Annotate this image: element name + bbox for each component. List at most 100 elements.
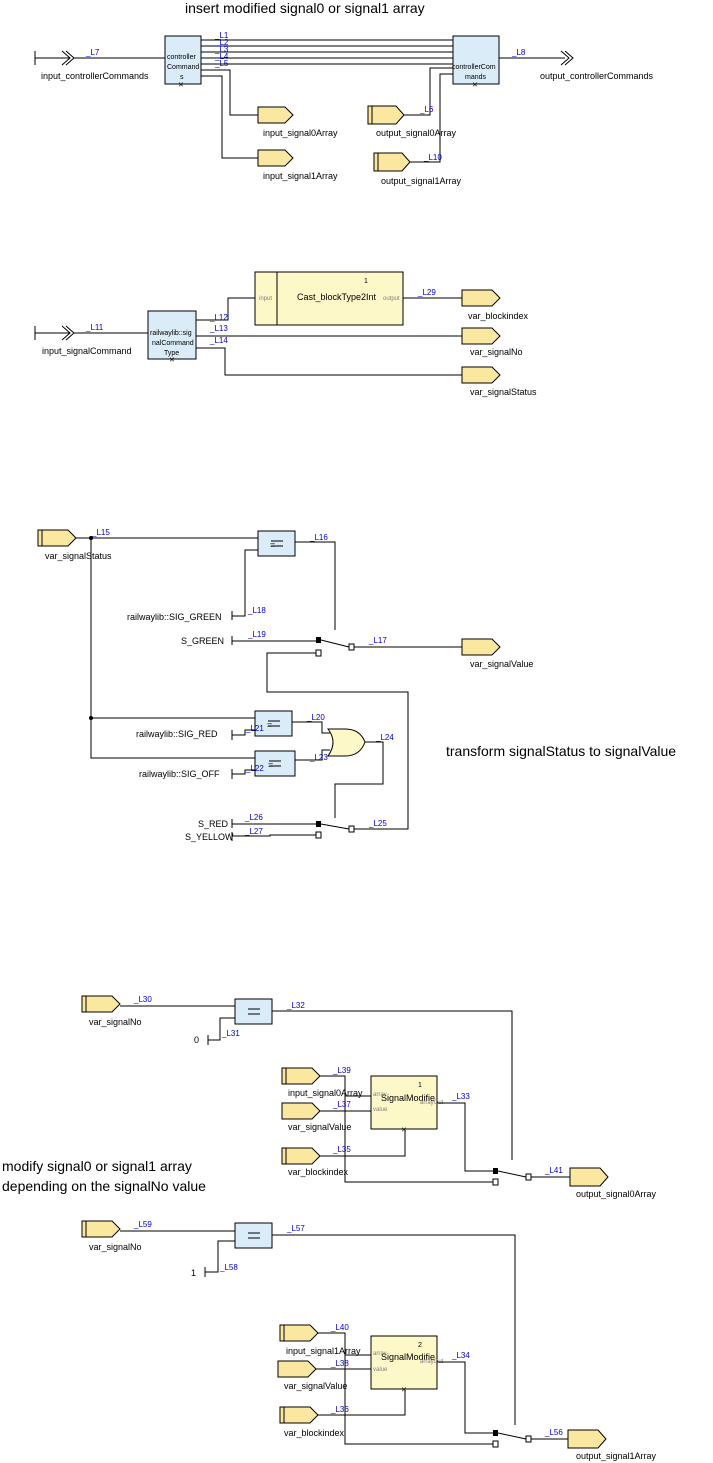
svg-text:_L12: _L12 [209,313,228,322]
svg-text:=: = [268,760,273,770]
svg-text:SignalModifie: SignalModifie [381,1352,435,1362]
equal-block-a[interactable]: 1 [234,998,273,1025]
svg-text:_L41: _L41 [544,1166,563,1175]
selector-red[interactable] [315,821,355,839]
svg-text:_L33: _L33 [451,1092,470,1101]
svg-text:var_signalNo: var_signalNo [470,347,523,357]
tag-var-signalStatus-in[interactable] [37,529,77,547]
tag-var-signalNo[interactable] [461,327,501,345]
tag-var-signalNo-a[interactable] [81,995,121,1013]
function-block-cast[interactable]: 1 Cast_blockType2Int input output [254,271,404,326]
or-gate[interactable] [326,728,366,757]
tag-output-signal1Array-b[interactable] [567,1429,607,1449]
svg-text:Command: Command [167,64,199,71]
tag-input-signal1Array[interactable] [257,149,294,167]
tag-var-signalValue-a[interactable] [281,1102,321,1120]
svg-text:output_signal1Array: output_signal1Array [381,176,462,186]
svg-text:0: 0 [194,1035,199,1045]
svg-text:input_signal1Array: input_signal1Array [286,1346,361,1356]
svg-text:_L17: _L17 [368,636,387,645]
svg-text:_L32: _L32 [286,1001,305,1010]
svg-text:var_blockindex: var_blockindex [284,1428,345,1438]
tag-var-blockindex-b[interactable] [279,1406,319,1424]
svg-text:value: value [373,1107,388,1113]
svg-text:input_signalCommand: input_signalCommand [42,346,132,356]
block-controllerCommands-in[interactable]: controller Command s ✕ [164,35,202,89]
svg-text:input: input [259,296,272,302]
svg-text:mands: mands [465,74,487,81]
svg-text:controllerCom: controllerCom [452,64,496,71]
note-insert: insert modified signal0 or signal1 array [185,0,425,16]
svg-text:S_GREEN: S_GREEN [181,636,224,646]
svg-text:var_signalValue: var_signalValue [284,1381,347,1391]
block-signalCommandType[interactable]: railwaylib::sig nalCommand Type ✕ [147,310,197,364]
svg-text:_L6: _L6 [419,105,434,114]
svg-text:array: array [373,1351,387,1357]
selector-green[interactable] [315,637,355,657]
svg-text:_L15: _L15 [91,528,110,537]
note-modify-2: depending on the signalNo value [2,1178,206,1194]
svg-text:output: output [383,296,400,302]
input-signalCommand[interactable] [34,325,75,341]
function-block-signalModifier-b[interactable]: 2 SignalModifie array value arrayOut ✕ [370,1335,444,1394]
input-controllerCommands[interactable] [34,50,75,66]
svg-text:nalCommand: nalCommand [152,340,194,347]
tag-input-signal0Array-a[interactable] [281,1067,321,1085]
tag-var-signalStatus[interactable] [461,366,501,384]
tag-output-signal0Array[interactable] [367,105,405,125]
svg-text:_L30: _L30 [133,995,152,1004]
svg-text:_L22: _L22 [245,764,264,773]
equal-block-red[interactable]: = [254,710,293,737]
svg-text:input_signal1Array: input_signal1Array [263,171,338,181]
svg-text:var_signalNo: var_signalNo [89,1242,142,1252]
svg-text:✕: ✕ [169,357,175,364]
tag-output-signal1Array[interactable] [373,152,411,172]
svg-text:_L35: _L35 [332,1145,351,1154]
svg-text:_L59: _L59 [133,1220,152,1229]
tag-var-signalValue-b[interactable] [277,1360,317,1378]
tag-input-signal1Array-b[interactable] [279,1324,319,1342]
svg-text:value: value [373,1367,388,1373]
svg-text:railwaylib::sig: railwaylib::sig [150,330,192,337]
equal-block-b[interactable] [234,1222,273,1249]
svg-text:✕: ✕ [401,1127,407,1134]
svg-text:_L39: _L39 [332,1066,351,1075]
svg-text:_L57: _L57 [286,1224,305,1233]
tag-input-signal0Array[interactable] [257,106,294,124]
svg-text:_L27: _L27 [244,827,263,836]
tag-var-blockindex-a[interactable] [281,1147,321,1165]
svg-text:_L21: _L21 [245,724,264,733]
svg-text:input_signal0Array: input_signal0Array [288,1088,363,1098]
selector-a[interactable] [492,1168,532,1186]
svg-text:var_signalStatus: var_signalStatus [45,551,112,561]
svg-text:✕: ✕ [472,82,478,89]
svg-text:_L13: _L13 [209,324,228,333]
equal-block-green[interactable]: = [257,530,296,557]
svg-text:_L36: _L36 [330,1405,349,1414]
svg-text:_L29: _L29 [417,288,436,297]
svg-text:var_signalNo: var_signalNo [89,1017,142,1027]
svg-text:S_RED: S_RED [198,819,229,829]
svg-text:s: s [180,74,184,81]
selector-b[interactable] [492,1430,532,1448]
tag-var-signalNo-b[interactable] [81,1220,121,1238]
tag-var-signalValue[interactable] [461,638,501,656]
svg-text:SignalModifie: SignalModifie [381,1093,435,1103]
output-controllerCommands[interactable] [560,50,574,66]
svg-text:_L31: _L31 [221,1029,240,1038]
equal-block-off[interactable]: = [254,750,296,777]
note-transform: transform signalStatus to signalValue [446,743,676,759]
svg-text:var_signalValue: var_signalValue [470,659,533,669]
label-input-controllerCommands: input_controllerCommands [41,71,149,81]
tag-var-blockindex[interactable] [461,289,501,307]
svg-text:railwaylib::SIG_OFF: railwaylib::SIG_OFF [139,769,220,779]
function-block-signalModifier-a[interactable]: 1 SignalModifie array value arrayOut ✕ [370,1075,444,1134]
block-controllerCommands-out[interactable]: controllerCom mands ✕ [452,35,500,89]
svg-text:1: 1 [364,278,368,285]
svg-text:output_signal1Array: output_signal1Array [576,1451,657,1461]
svg-text:railwaylib::SIG_RED: railwaylib::SIG_RED [136,729,218,739]
svg-text:output_signal0Array: output_signal0Array [576,1189,657,1199]
tag-output-signal0Array-a[interactable] [569,1167,609,1187]
svg-text:_L8: _L8 [511,48,526,57]
